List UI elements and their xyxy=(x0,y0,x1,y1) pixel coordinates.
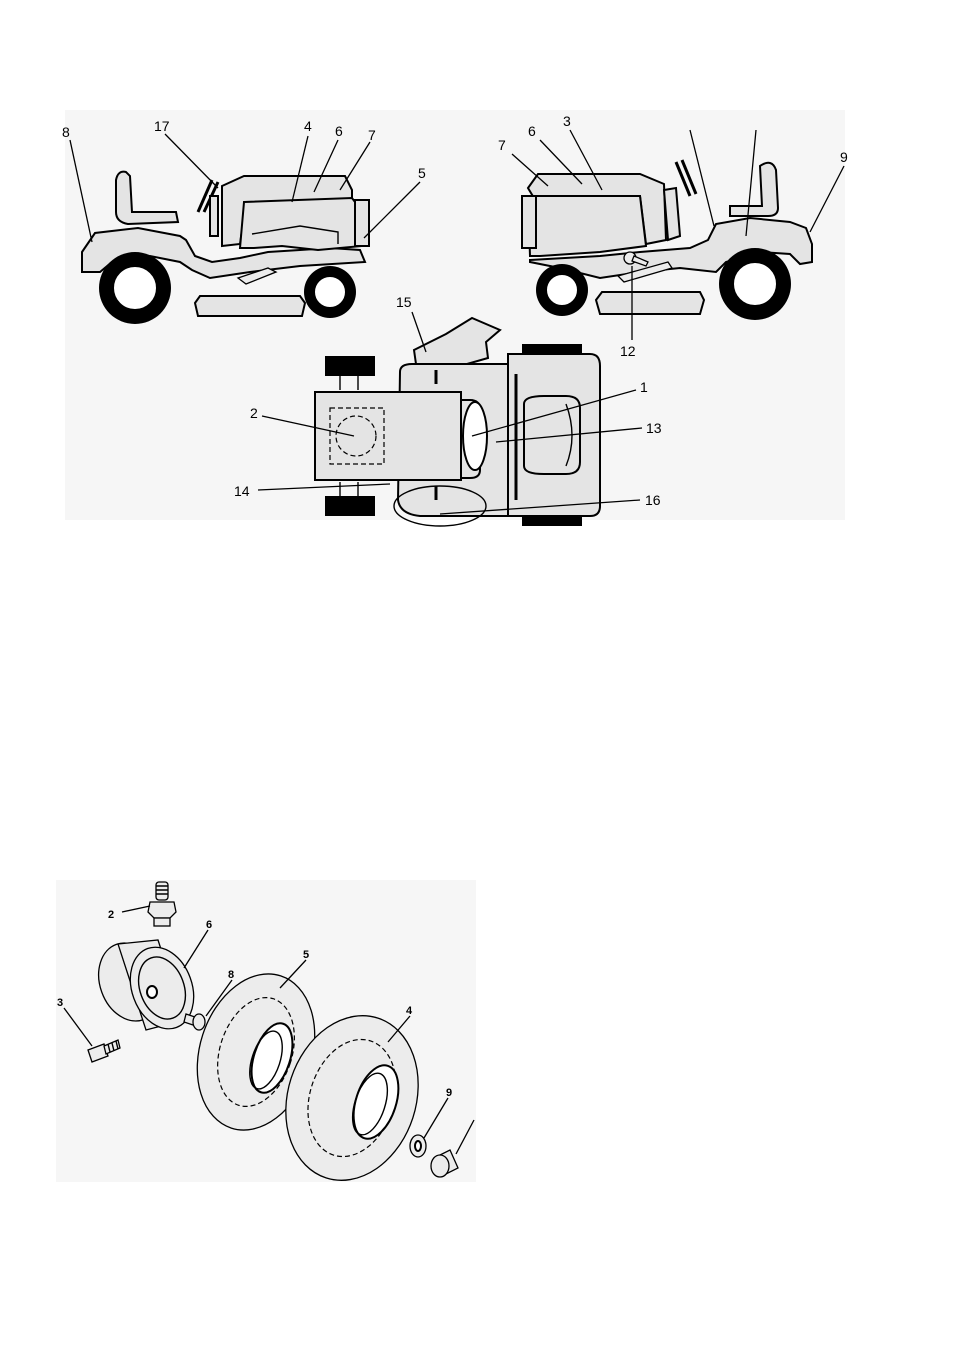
decal-diagram-svg: 8 17 4 6 7 5 7 6 3 9 12 15 1 13 2 14 16 xyxy=(0,0,954,560)
wheel-assembly-diagram: 2 6 8 3 5 4 9 xyxy=(0,860,954,1200)
top-rear-wheel-bottom xyxy=(522,516,582,526)
wheel-assembly-svg: 2 6 8 3 5 4 9 xyxy=(0,860,954,1200)
callout-17: 17 xyxy=(154,118,170,134)
callout-4: 4 xyxy=(304,118,312,134)
callout-5: 5 xyxy=(418,165,426,181)
callout-1: 1 xyxy=(640,379,648,395)
callout-9: 9 xyxy=(840,149,848,165)
right-hood-side xyxy=(528,196,646,256)
callout-3: 3 xyxy=(563,113,571,129)
top-hood xyxy=(315,392,461,480)
left-front-grill xyxy=(355,200,369,246)
washer-hole xyxy=(415,1141,421,1151)
callout-16: 16 xyxy=(645,492,661,508)
callout-2: 2 xyxy=(250,405,258,421)
right-rear-hub xyxy=(733,262,777,306)
wheel-callout-2: 2 xyxy=(108,909,114,921)
left-steering-column xyxy=(210,196,218,236)
grease-fitting-base xyxy=(154,918,170,926)
callout-12: 12 xyxy=(620,343,636,359)
wheel-callout-6: 6 xyxy=(206,919,212,931)
callout-7-right: 7 xyxy=(498,137,506,153)
top-front-wheel-top xyxy=(325,356,375,376)
right-front-hub xyxy=(546,274,578,306)
wheel-callout-9: 9 xyxy=(446,1087,452,1099)
callout-6: 6 xyxy=(335,123,343,139)
left-mower-deck xyxy=(195,296,305,316)
rim-hub-hole xyxy=(147,986,157,998)
left-hood-side xyxy=(240,198,362,250)
callout-15: 15 xyxy=(396,294,412,310)
callout-7: 7 xyxy=(368,127,376,143)
decal-diagram: 8 17 4 6 7 5 7 6 3 9 12 15 1 13 2 14 16 xyxy=(0,0,954,560)
wheel-callout-8: 8 xyxy=(228,969,234,981)
hub-cap-face xyxy=(431,1155,449,1177)
wheel-callout-5: 5 xyxy=(303,949,309,961)
wheel-callout-4: 4 xyxy=(406,1005,413,1017)
callout-14: 14 xyxy=(234,483,250,499)
grease-fitting-top xyxy=(156,882,168,900)
right-mower-deck xyxy=(596,292,704,314)
top-rear-wheel-top xyxy=(522,344,582,354)
top-front-wheel-bottom xyxy=(325,496,375,516)
callout-13: 13 xyxy=(646,420,662,436)
callout-8: 8 xyxy=(62,124,70,140)
right-front-grill xyxy=(522,196,536,248)
grease-fitting-body xyxy=(148,902,176,918)
left-rear-hub xyxy=(113,266,157,310)
left-front-hub xyxy=(314,276,346,308)
valve-stem-cap xyxy=(193,1014,205,1030)
washer xyxy=(410,1135,426,1157)
right-steering-column xyxy=(664,188,680,240)
callout-6-right: 6 xyxy=(528,123,536,139)
wheel-callout-3: 3 xyxy=(57,997,63,1009)
top-steering xyxy=(463,402,487,470)
